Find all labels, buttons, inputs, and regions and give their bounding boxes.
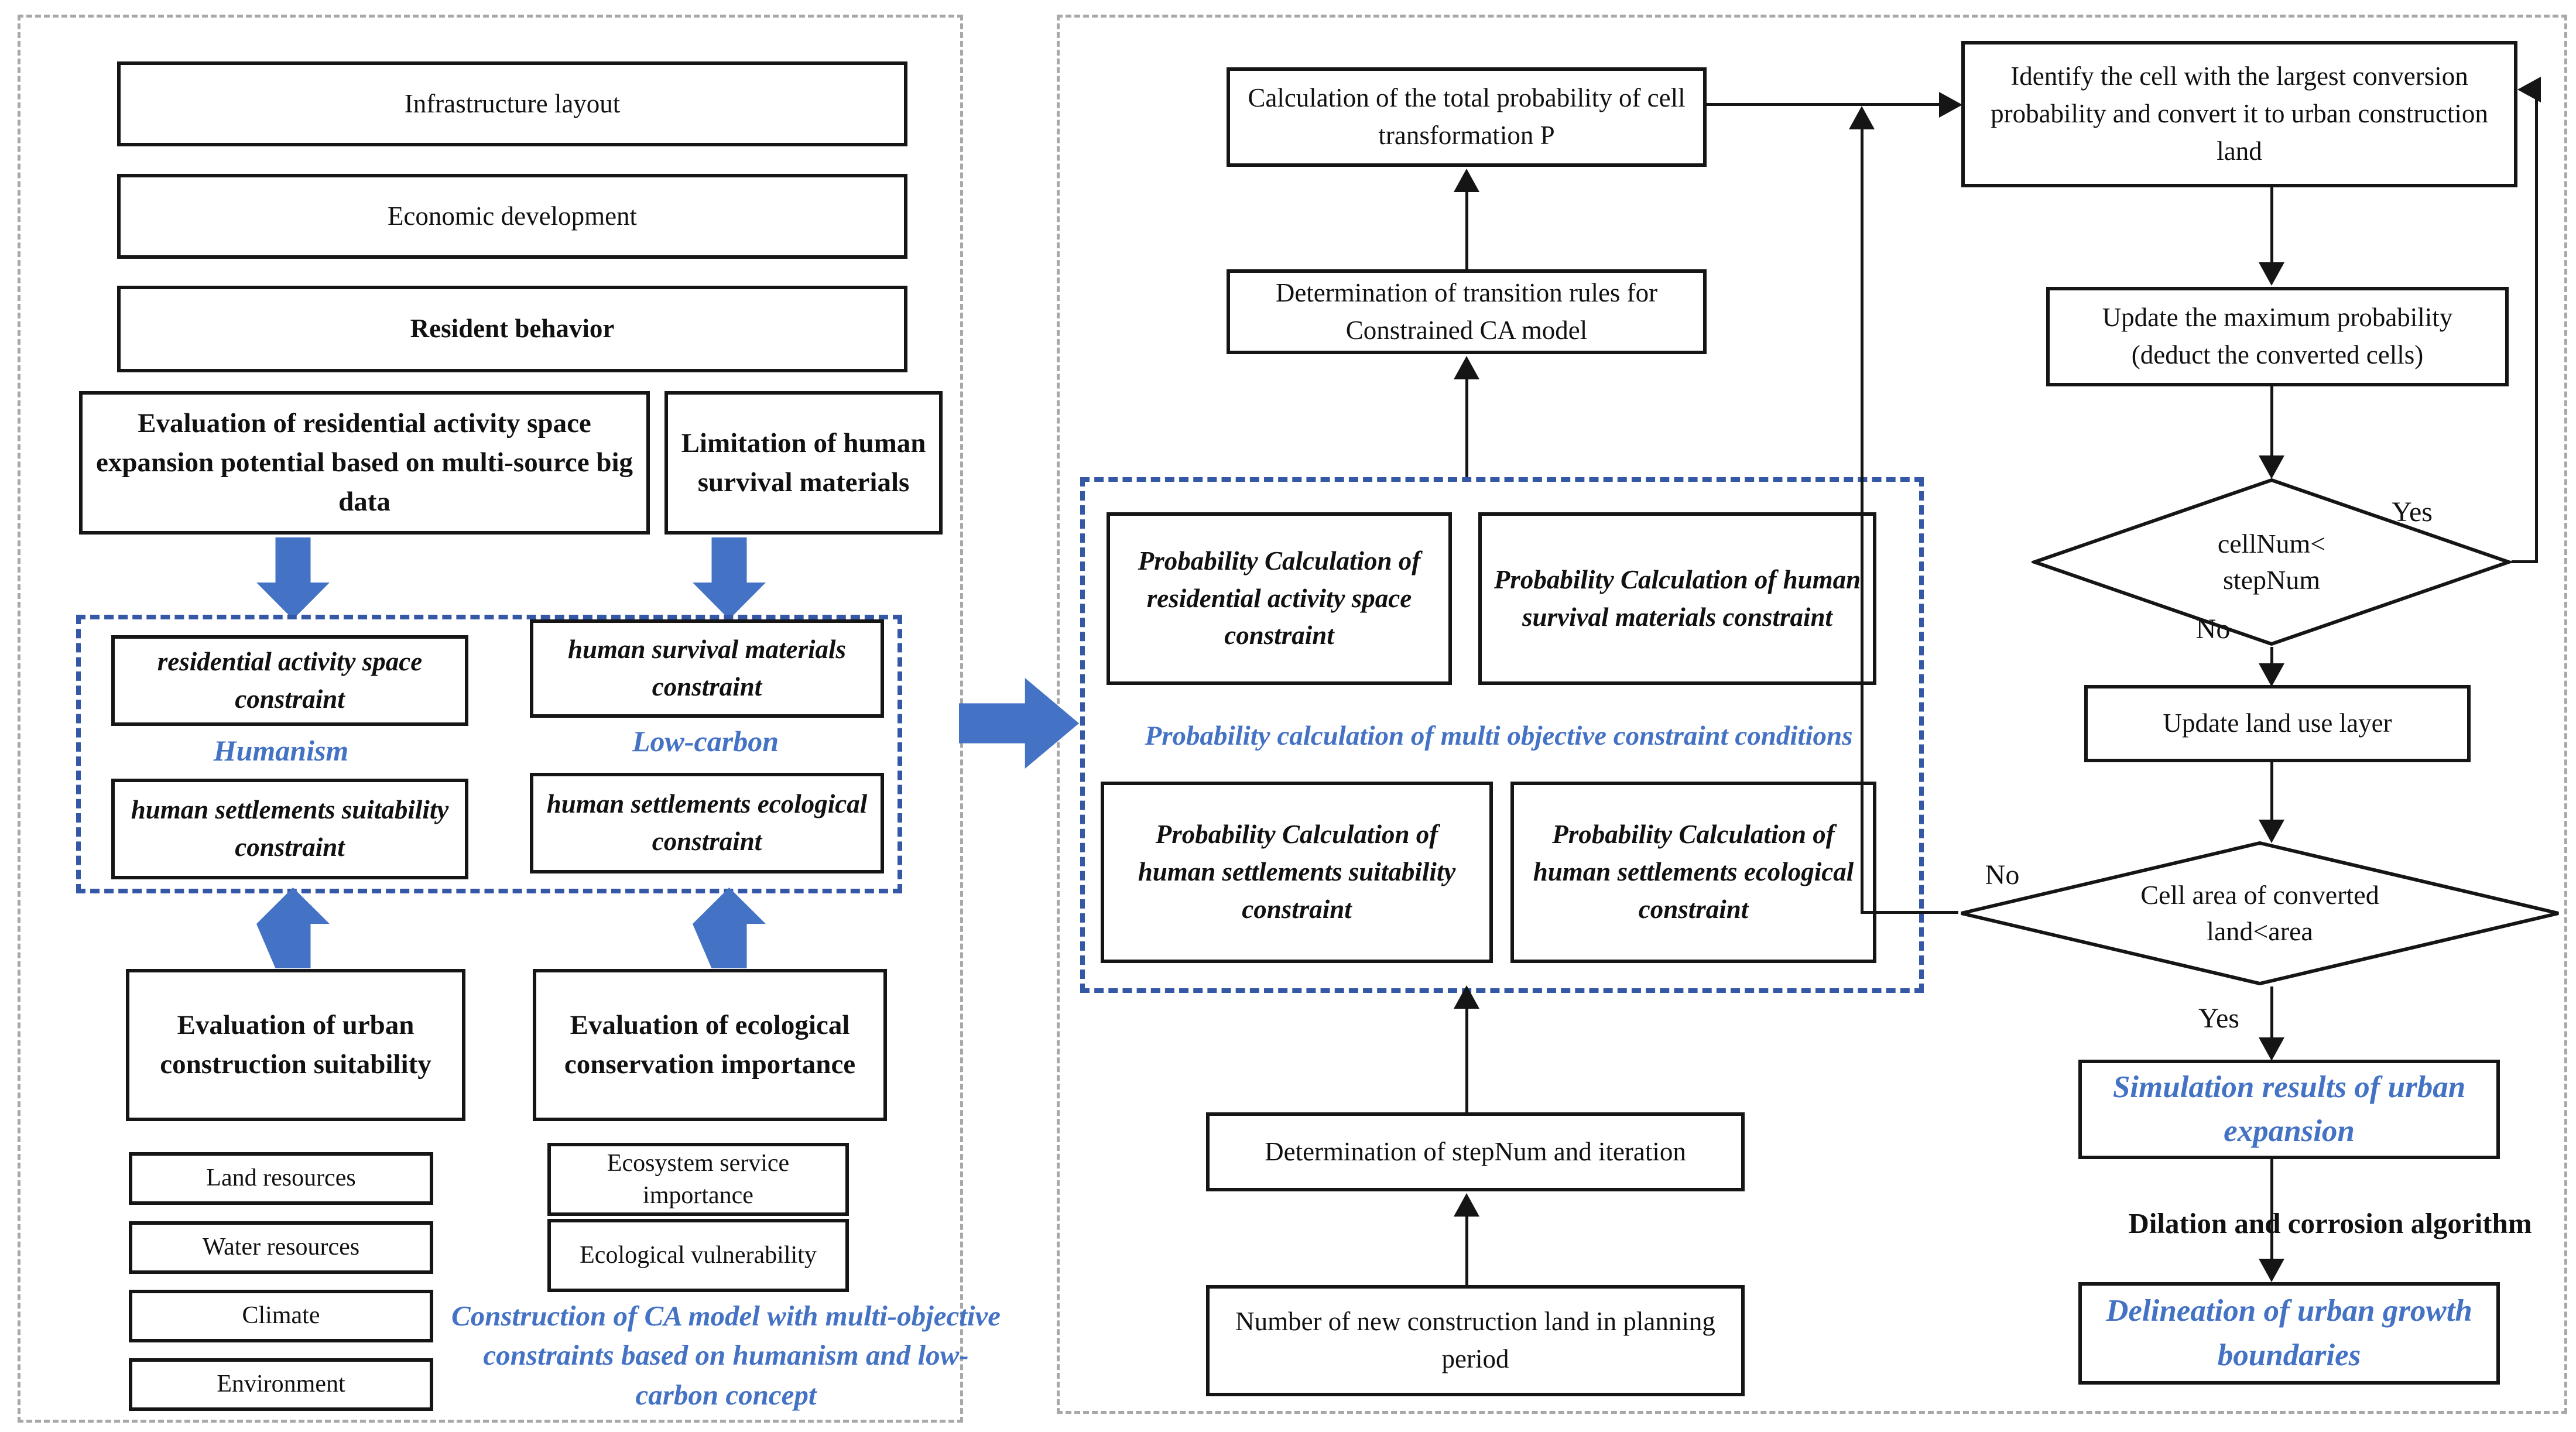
line-no2-horizontal: [1861, 911, 1958, 914]
line-stepnum-to-probbox: [1465, 1003, 1468, 1112]
no2-label: No: [1985, 859, 2020, 890]
ca-constraints-group-box: [76, 615, 902, 893]
arrowhead-into-simulation: [2259, 1037, 2284, 1061]
arrowhead-yes1-into-identify: [2517, 77, 2541, 102]
environment-box: Environment: [129, 1358, 433, 1411]
identify-cell-box: Identify the cell with the largest conve…: [1961, 41, 2517, 187]
eval-ecological-conservation-box: Evaluation of ecological conservation im…: [533, 969, 887, 1121]
arrowhead-into-identify: [1939, 92, 1962, 118]
dilation-corrosion-label: Dilation and corrosion algorithm: [2128, 1207, 2532, 1239]
cellnum-stepnum-diamond: cellNum< stepNum: [2032, 477, 2512, 647]
line-updatelayer-to-diamond2: [2270, 762, 2273, 824]
no1-label: No: [2195, 613, 2231, 645]
update-max-probability-box: Update the maximum probability (deduct t…: [2046, 287, 2509, 386]
ecosystem-service-importance-box: Ecosystem service importance: [547, 1143, 849, 1216]
line-yes1-a: [2512, 560, 2538, 563]
probability-calc-label: Probability calculation of multi objecti…: [1145, 721, 1853, 752]
line-no2-vertical: [1861, 124, 1864, 914]
cell-area-diamond: Cell area of converted land<area: [1958, 840, 2561, 986]
arrowhead-into-updatemax: [2259, 262, 2284, 286]
ecological-vulnerability-box: Ecological vulnerability: [547, 1219, 849, 1292]
update-land-use-layer-box: Update land use layer: [2084, 685, 2471, 762]
arrowhead-into-delineation: [2259, 1259, 2284, 1282]
arrowhead-into-updatelayer: [2259, 663, 2284, 687]
arrowhead-into-diamond2: [2259, 820, 2284, 843]
limitation-human-survival-box: Limitation of human survival materials: [664, 391, 943, 535]
human-settlements-ecological-constraint-box: human settlements ecological constraint: [530, 773, 884, 873]
infrastructure-layout-box: Infrastructure layout: [117, 61, 907, 146]
left-panel-caption: Construction of CA model with multi-obje…: [451, 1299, 1001, 1411]
line-diamond1-to-updatelayer: [2270, 647, 2273, 667]
resident-behavior-box: Resident behavior: [117, 286, 907, 372]
line-updatemax-to-diamond1: [2270, 386, 2273, 457]
line-probbox-to-transition: [1465, 374, 1468, 477]
line-newland-to-stepnum: [1465, 1211, 1468, 1285]
line-transition-to-total: [1465, 186, 1468, 269]
total-probability-box: Calculation of the total probability of …: [1227, 67, 1707, 167]
arrowhead-into-diamond1: [2259, 455, 2284, 479]
line-simulation-to-delineation: [2270, 1159, 2273, 1262]
land-resources-box: Land resources: [129, 1152, 433, 1205]
delineation-box: Delineation of urban growth boundaries: [2078, 1282, 2500, 1385]
prob-residential-activity-box: Probability Calculation of residential a…: [1107, 512, 1452, 685]
economic-development-box: Economic development: [117, 174, 907, 259]
low-carbon-label: Low-carbon: [632, 725, 779, 758]
prob-settlements-ecological-box: Probability Calculation of human settlem…: [1510, 782, 1876, 963]
prob-settlements-suitability-box: Probability Calculation of human settlem…: [1101, 782, 1493, 963]
cell-area-text: Cell area of converted land<area: [2140, 879, 2379, 946]
eval-residential-activity-box: Evaluation of residential activity space…: [79, 391, 650, 535]
climate-box: Climate: [129, 1290, 433, 1342]
stepnum-iteration-box: Determination of stepNum and iteration: [1206, 1112, 1745, 1191]
line-diamond2-to-simulation: [2270, 986, 2273, 1039]
water-resources-box: Water resources: [129, 1221, 433, 1274]
line-identify-to-update: [2270, 187, 2273, 263]
eval-urban-construction-box: Evaluation of urban construction suitabi…: [126, 969, 465, 1121]
residential-activity-space-constraint-box: residential activity space constraint: [111, 635, 468, 726]
humanism-label: Humanism: [213, 734, 349, 768]
new-construction-land-box: Number of new construction land in plann…: [1206, 1285, 1745, 1396]
line-yes1-b: [2535, 88, 2538, 563]
human-survival-materials-constraint-box: human survival materials constraint: [530, 619, 884, 718]
yes1-label: Yes: [2392, 496, 2433, 527]
simulation-results-box: Simulation results of urban expansion: [2078, 1060, 2500, 1159]
human-settlements-suitability-constraint-box: human settlements suitability constraint: [111, 779, 468, 879]
probability-group-box: [1080, 477, 1924, 993]
cellnum-stepnum-text: cellNum< stepNum: [2217, 528, 2326, 595]
prob-human-survival-box: Probability Calculation of human surviva…: [1478, 512, 1876, 685]
line-total-to-identify: [1707, 103, 1941, 106]
transition-rules-box: Determination of transition rules for Co…: [1227, 269, 1707, 354]
yes2-label: Yes: [2198, 1002, 2239, 1034]
